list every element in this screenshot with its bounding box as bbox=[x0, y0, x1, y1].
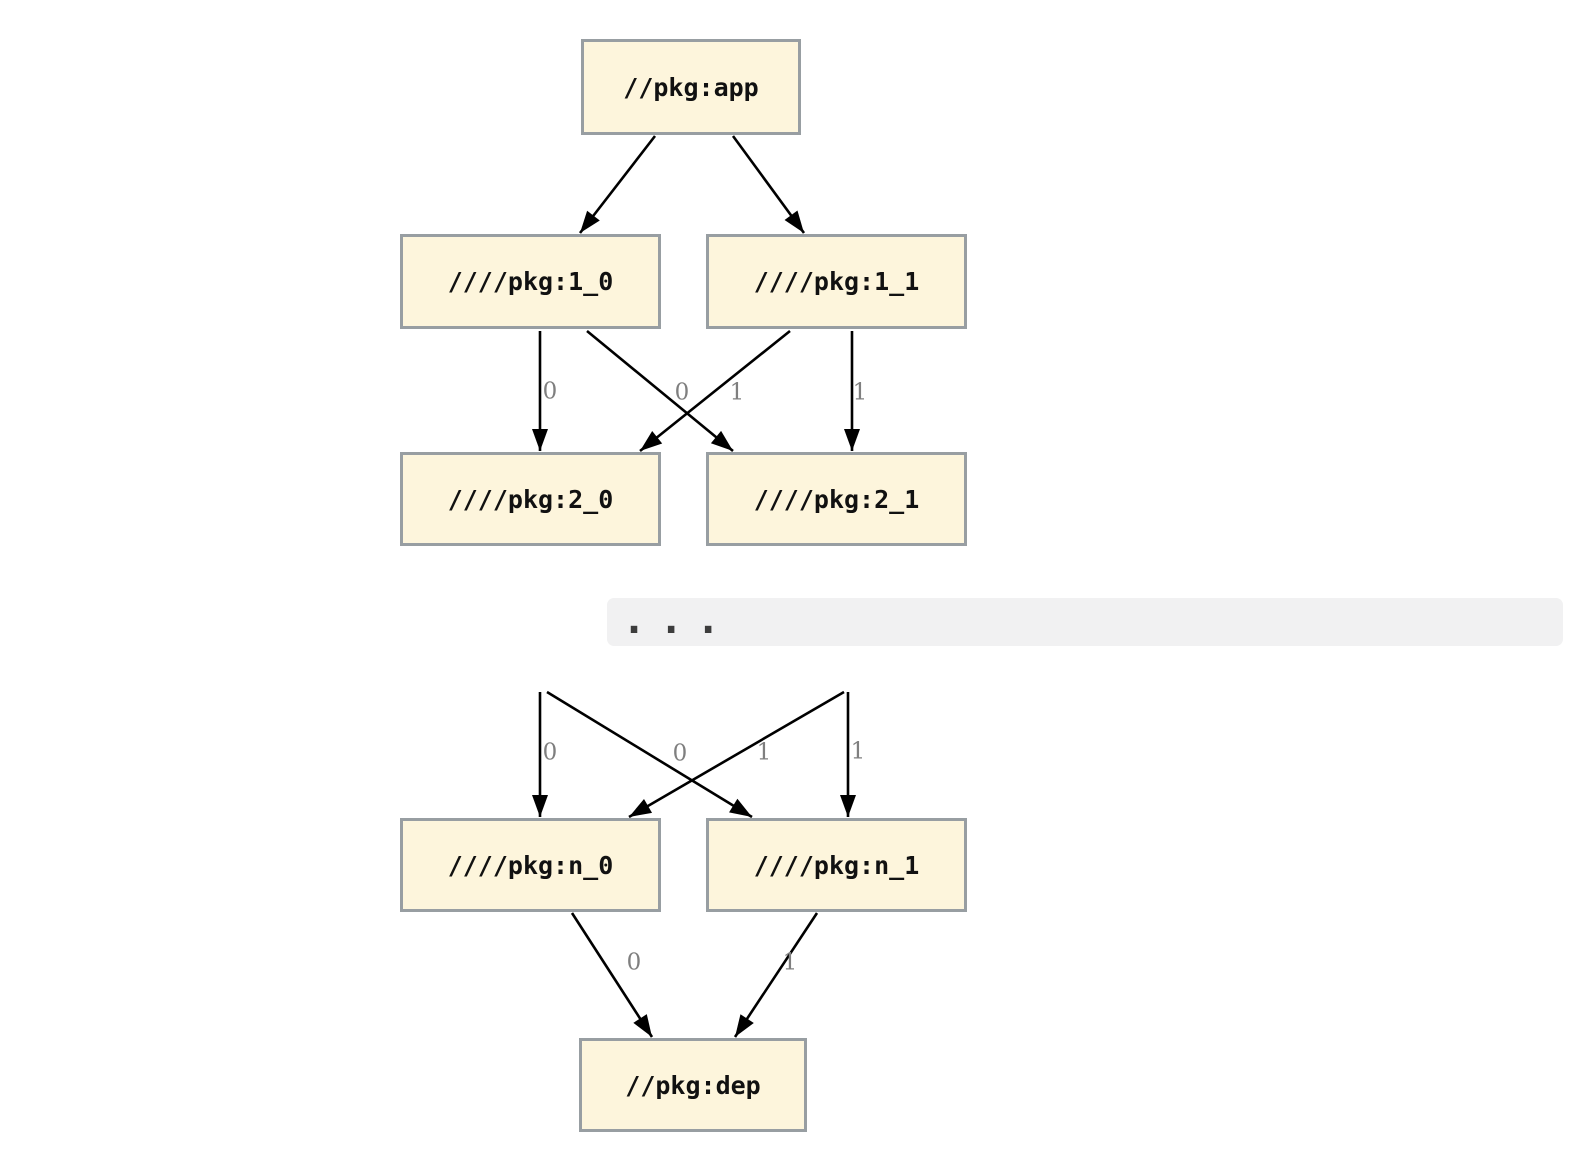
ellipsis-band: ... bbox=[607, 598, 1563, 646]
node-pkg-2_0: ////pkg:2_0 bbox=[400, 452, 661, 546]
node-pkg-n_0: ////pkg:n_0 bbox=[400, 818, 661, 912]
edge-label-mid-n_0: 0 bbox=[542, 739, 558, 766]
edge-label-1_0-2_1: 1 bbox=[729, 379, 745, 406]
node-pkg-2_1: ////pkg:2_1 bbox=[706, 452, 967, 546]
edge-label-1_1-2_1: 1 bbox=[852, 379, 868, 406]
edge-label-1_1-2_0: 0 bbox=[674, 379, 690, 406]
node-pkg-n_1: ////pkg:n_1 bbox=[706, 818, 967, 912]
edge-n_0-dep bbox=[570, 912, 654, 1038]
edge-1_1-2_0 bbox=[639, 329, 791, 453]
edge-label-n_0-dep: 0 bbox=[626, 949, 642, 976]
edge-1_0-2_1 bbox=[586, 329, 734, 453]
node-pkg-1_1: ////pkg:1_1 bbox=[706, 234, 967, 329]
edge-label-midR-n_0: 0 bbox=[672, 740, 688, 767]
edge-app-1_0 bbox=[578, 135, 657, 234]
edge-label-n_1-dep: 1 bbox=[782, 949, 798, 976]
node-pkg-dep: //pkg:dep bbox=[579, 1038, 807, 1132]
edge-midL-n_1 bbox=[546, 690, 753, 819]
edge-label-midL-n_1: 1 bbox=[756, 739, 772, 766]
node-pkg-app: //pkg:app bbox=[581, 39, 801, 135]
edge-n_1-dep bbox=[733, 912, 819, 1038]
edge-label-1_0-2_0: 0 bbox=[542, 378, 558, 405]
edge-midR-n_0 bbox=[628, 690, 845, 819]
edge-app-1_1 bbox=[731, 135, 806, 234]
edge-label-mid-n_1: 1 bbox=[850, 738, 866, 765]
node-pkg-1_0: ////pkg:1_0 bbox=[400, 234, 661, 329]
